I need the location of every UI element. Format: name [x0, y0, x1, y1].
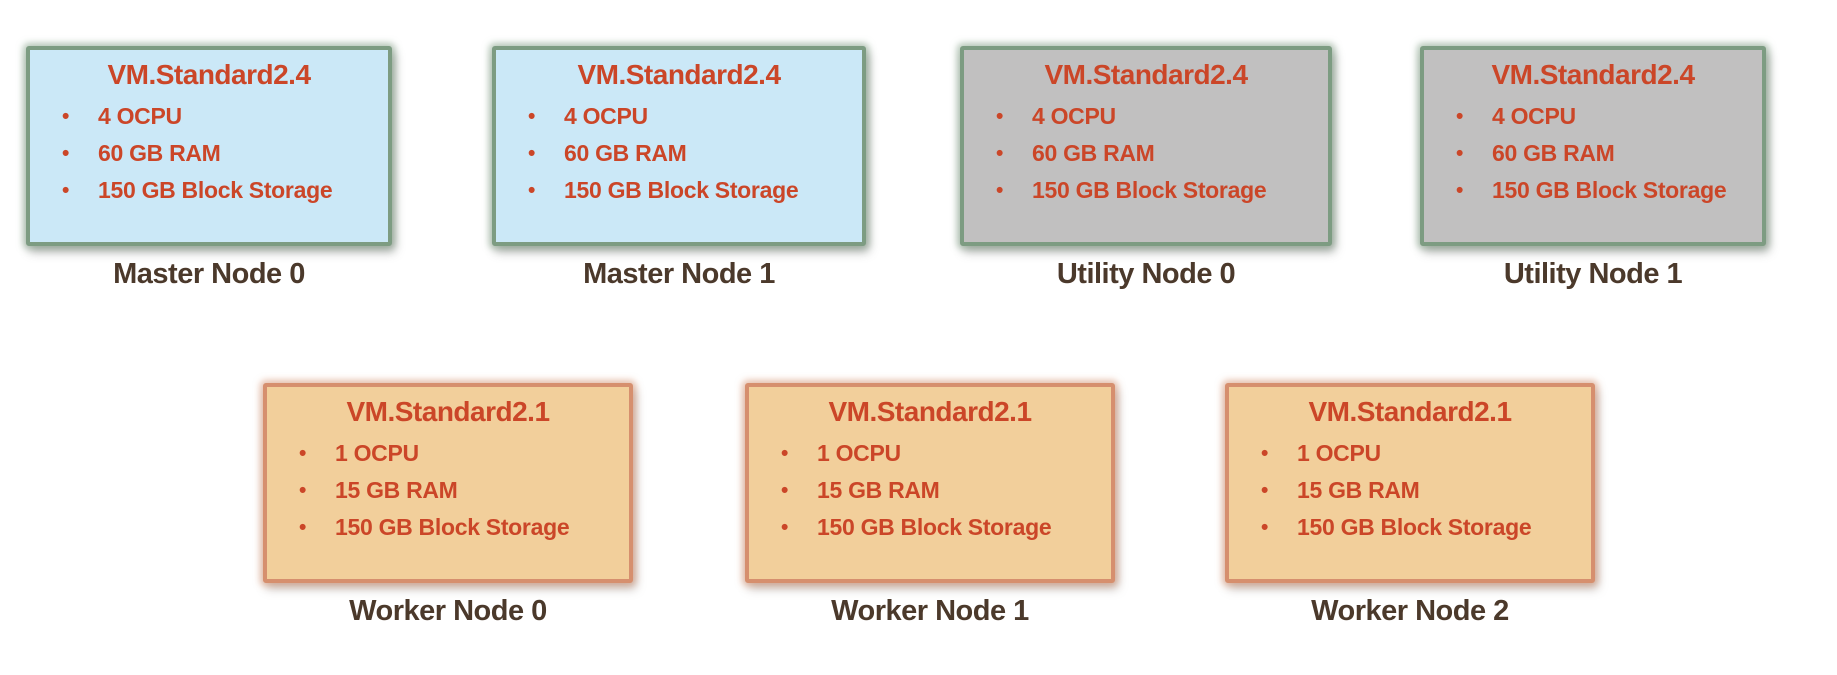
vm-spec-item: • 60 GB RAM: [1424, 135, 1762, 172]
bullet-icon: •: [528, 179, 536, 202]
bullet-icon: •: [781, 479, 789, 502]
vm-shape-title: VM.Standard2.4: [1044, 59, 1248, 90]
vm-spec-item: • 1 OCPU: [1229, 435, 1591, 472]
vm-spec-text: 150 GB Block Storage: [1297, 514, 1532, 540]
vm-spec-list: • 1 OCPU • 15 GB RAM • 150 GB Block Storage: [1229, 435, 1591, 546]
bullet-icon: •: [62, 142, 70, 165]
vm-spec-item: • 150 GB Block Storage: [749, 509, 1111, 546]
vm-spec-text: 1 OCPU: [817, 440, 901, 466]
bullet-icon: •: [1261, 516, 1269, 539]
node-worker-1: VM.Standard2.1 • 1 OCPU • 15 GB RAM • 150 G…: [745, 383, 1115, 627]
vm-shape-card: VM.Standard2.1 • 1 OCPU • 15 GB RAM • 150 G…: [263, 383, 633, 583]
bullet-icon: •: [299, 516, 307, 539]
vm-spec-text: 4 OCPU: [98, 103, 182, 129]
vm-spec-list: • 4 OCPU • 60 GB RAM • 150 GB Block Storage: [1424, 98, 1762, 209]
bullet-icon: •: [996, 105, 1004, 128]
bullet-icon: •: [781, 516, 789, 539]
bullet-icon: •: [1456, 179, 1464, 202]
vm-spec-list: • 1 OCPU • 15 GB RAM • 150 GB Block Storage: [749, 435, 1111, 546]
vm-spec-item: • 60 GB RAM: [496, 135, 862, 172]
vm-shape-card: VM.Standard2.4 • 4 OCPU • 60 GB RAM • 150 G…: [492, 46, 866, 246]
node-caption: Master Node 1: [583, 258, 775, 290]
vm-shape-card: VM.Standard2.4 • 4 OCPU • 60 GB RAM • 150 G…: [960, 46, 1332, 246]
bullet-icon: •: [781, 442, 789, 465]
vm-spec-text: 150 GB Block Storage: [335, 514, 570, 540]
vm-spec-item: • 4 OCPU: [964, 98, 1328, 135]
vm-spec-text: 60 GB RAM: [1492, 140, 1615, 166]
bullet-icon: •: [528, 142, 536, 165]
bullet-icon: •: [996, 179, 1004, 202]
vm-spec-item: • 150 GB Block Storage: [496, 172, 862, 209]
vm-shape-title: VM.Standard2.1: [828, 396, 1032, 427]
vm-spec-text: 150 GB Block Storage: [1492, 177, 1727, 203]
vm-shape-card: VM.Standard2.1 • 1 OCPU • 15 GB RAM • 150 G…: [1225, 383, 1595, 583]
vm-spec-item: • 15 GB RAM: [749, 472, 1111, 509]
vm-spec-list: • 1 OCPU • 15 GB RAM • 150 GB Block Storage: [267, 435, 629, 546]
bullet-icon: •: [299, 479, 307, 502]
vm-spec-text: 4 OCPU: [564, 103, 648, 129]
node-utility-1: VM.Standard2.4 • 4 OCPU • 60 GB RAM • 150 G…: [1420, 46, 1766, 290]
vm-spec-item: • 15 GB RAM: [267, 472, 629, 509]
vm-shape-title: VM.Standard2.4: [107, 59, 311, 90]
vm-spec-text: 150 GB Block Storage: [564, 177, 799, 203]
vm-spec-text: 1 OCPU: [335, 440, 419, 466]
node-worker-0: VM.Standard2.1 • 1 OCPU • 15 GB RAM • 150 G…: [263, 383, 633, 627]
vm-shape-title: VM.Standard2.4: [1491, 59, 1695, 90]
vm-spec-text: 60 GB RAM: [564, 140, 687, 166]
node-caption: Worker Node 2: [1311, 595, 1509, 627]
vm-shape-title: VM.Standard2.1: [1308, 396, 1512, 427]
vm-shape-card: VM.Standard2.1 • 1 OCPU • 15 GB RAM • 150 G…: [745, 383, 1115, 583]
bullet-icon: •: [1261, 479, 1269, 502]
node-caption: Worker Node 1: [831, 595, 1029, 627]
vm-spec-item: • 150 GB Block Storage: [30, 172, 388, 209]
vm-spec-text: 1 OCPU: [1297, 440, 1381, 466]
bullet-icon: •: [1456, 142, 1464, 165]
vm-spec-text: 150 GB Block Storage: [98, 177, 333, 203]
vm-spec-item: • 4 OCPU: [496, 98, 862, 135]
vm-shape-title: VM.Standard2.1: [346, 396, 550, 427]
bullet-icon: •: [62, 179, 70, 202]
vm-spec-text: 15 GB RAM: [335, 477, 458, 503]
vm-shape-title: VM.Standard2.4: [577, 59, 781, 90]
bullet-icon: •: [1456, 105, 1464, 128]
vm-spec-list: • 4 OCPU • 60 GB RAM • 150 GB Block Storage: [496, 98, 862, 209]
bullet-icon: •: [996, 142, 1004, 165]
vm-spec-item: • 150 GB Block Storage: [1424, 172, 1762, 209]
node-worker-2: VM.Standard2.1 • 1 OCPU • 15 GB RAM • 150 G…: [1225, 383, 1595, 627]
vm-spec-item: • 60 GB RAM: [964, 135, 1328, 172]
vm-spec-item: • 15 GB RAM: [1229, 472, 1591, 509]
node-caption: Master Node 0: [113, 258, 305, 290]
vm-spec-text: 4 OCPU: [1032, 103, 1116, 129]
vm-spec-text: 15 GB RAM: [1297, 477, 1420, 503]
vm-spec-list: • 4 OCPU • 60 GB RAM • 150 GB Block Storage: [964, 98, 1328, 209]
vm-spec-list: • 4 OCPU • 60 GB RAM • 150 GB Block Storage: [30, 98, 388, 209]
bullet-icon: •: [299, 442, 307, 465]
node-master-1: VM.Standard2.4 • 4 OCPU • 60 GB RAM • 150 G…: [492, 46, 866, 290]
vm-spec-text: 60 GB RAM: [1032, 140, 1155, 166]
vm-spec-item: • 150 GB Block Storage: [1229, 509, 1591, 546]
vm-spec-item: • 150 GB Block Storage: [964, 172, 1328, 209]
vm-spec-item: • 150 GB Block Storage: [267, 509, 629, 546]
node-caption: Utility Node 1: [1503, 258, 1683, 290]
node-caption: Utility Node 0: [1056, 258, 1236, 290]
node-master-0: VM.Standard2.4 • 4 OCPU • 60 GB RAM • 150 G…: [26, 46, 392, 290]
vm-spec-item: • 4 OCPU: [1424, 98, 1762, 135]
bullet-icon: •: [62, 105, 70, 128]
vm-spec-text: 150 GB Block Storage: [817, 514, 1052, 540]
vm-spec-text: 4 OCPU: [1492, 103, 1576, 129]
node-utility-0: VM.Standard2.4 • 4 OCPU • 60 GB RAM • 150 G…: [960, 46, 1332, 290]
vm-shape-card: VM.Standard2.4 • 4 OCPU • 60 GB RAM • 150 G…: [1420, 46, 1766, 246]
vm-spec-text: 150 GB Block Storage: [1032, 177, 1267, 203]
bullet-icon: •: [1261, 442, 1269, 465]
vm-spec-text: 60 GB RAM: [98, 140, 221, 166]
vm-shape-card: VM.Standard2.4 • 4 OCPU • 60 GB RAM • 150 G…: [26, 46, 392, 246]
vm-spec-item: • 1 OCPU: [267, 435, 629, 472]
vm-spec-item: • 1 OCPU: [749, 435, 1111, 472]
vm-spec-item: • 60 GB RAM: [30, 135, 388, 172]
node-caption: Worker Node 0: [349, 595, 547, 627]
vm-spec-item: • 4 OCPU: [30, 98, 388, 135]
vm-spec-text: 15 GB RAM: [817, 477, 940, 503]
bullet-icon: •: [528, 105, 536, 128]
